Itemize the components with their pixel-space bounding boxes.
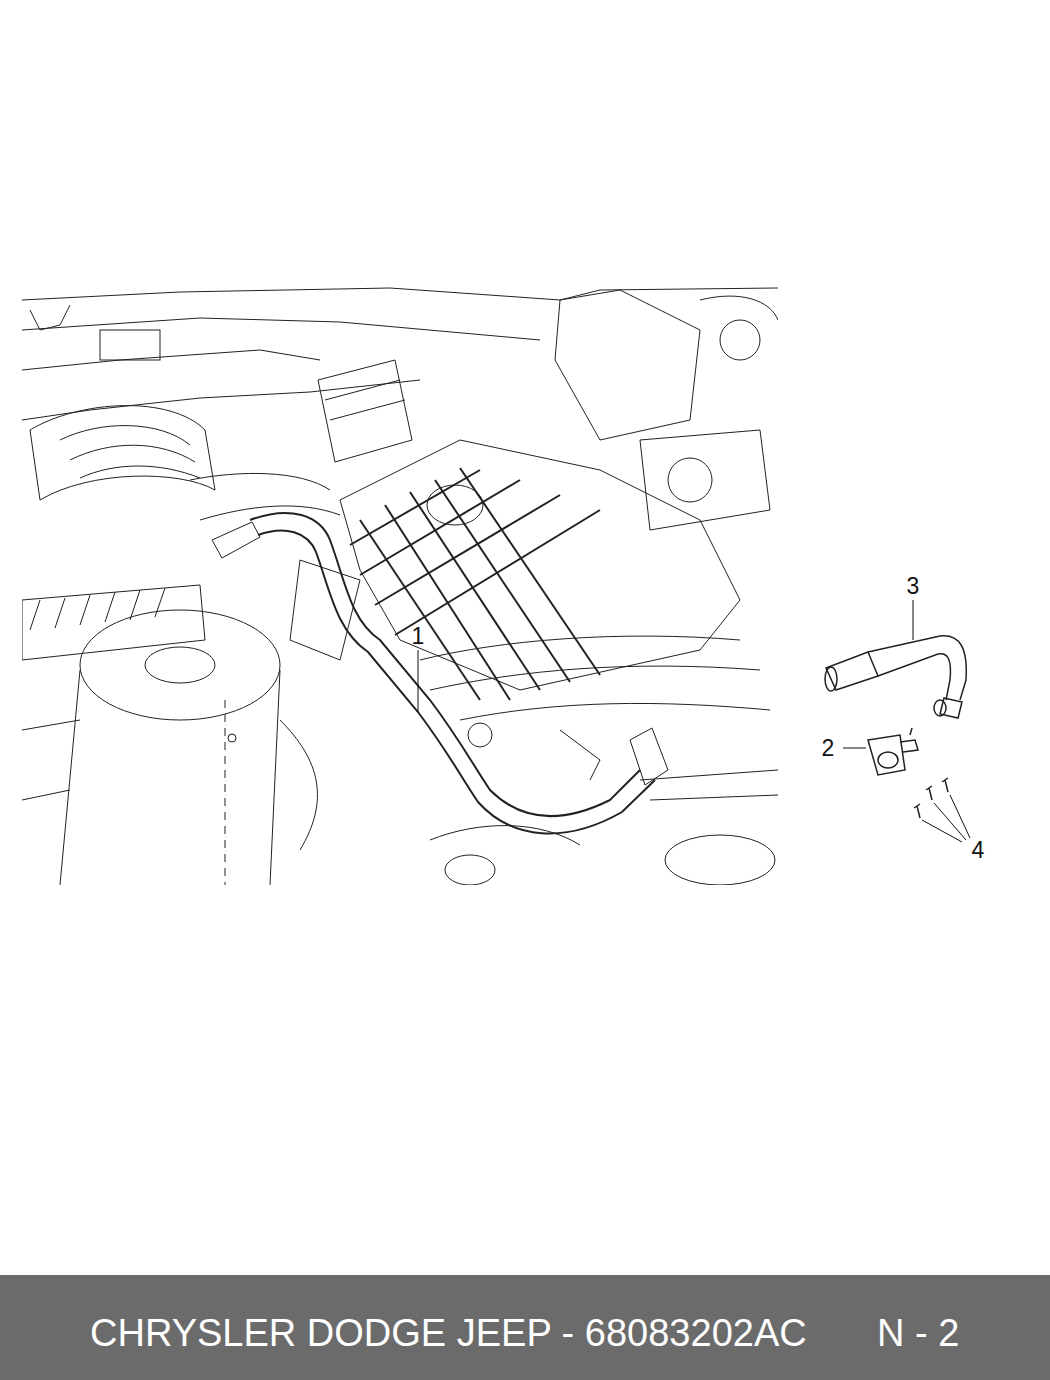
- callout-number: 2: [822, 737, 835, 760]
- sensor-part: [868, 728, 918, 775]
- hose-part: [825, 636, 966, 718]
- leader-line: [418, 600, 970, 842]
- engine-bay: [22, 288, 778, 885]
- callout-number: 4: [972, 839, 985, 862]
- screw-parts: [914, 778, 948, 818]
- callout-number: 3: [907, 575, 920, 598]
- footer-band: CHRYSLER DODGE JEEP - 68083202AC N - 2: [0, 1275, 1050, 1380]
- part-number-text: N - 2: [877, 1314, 959, 1352]
- callout-number: 1: [412, 625, 425, 648]
- part-number-text: CHRYSLER DODGE JEEP - 68083202AC: [90, 1314, 807, 1352]
